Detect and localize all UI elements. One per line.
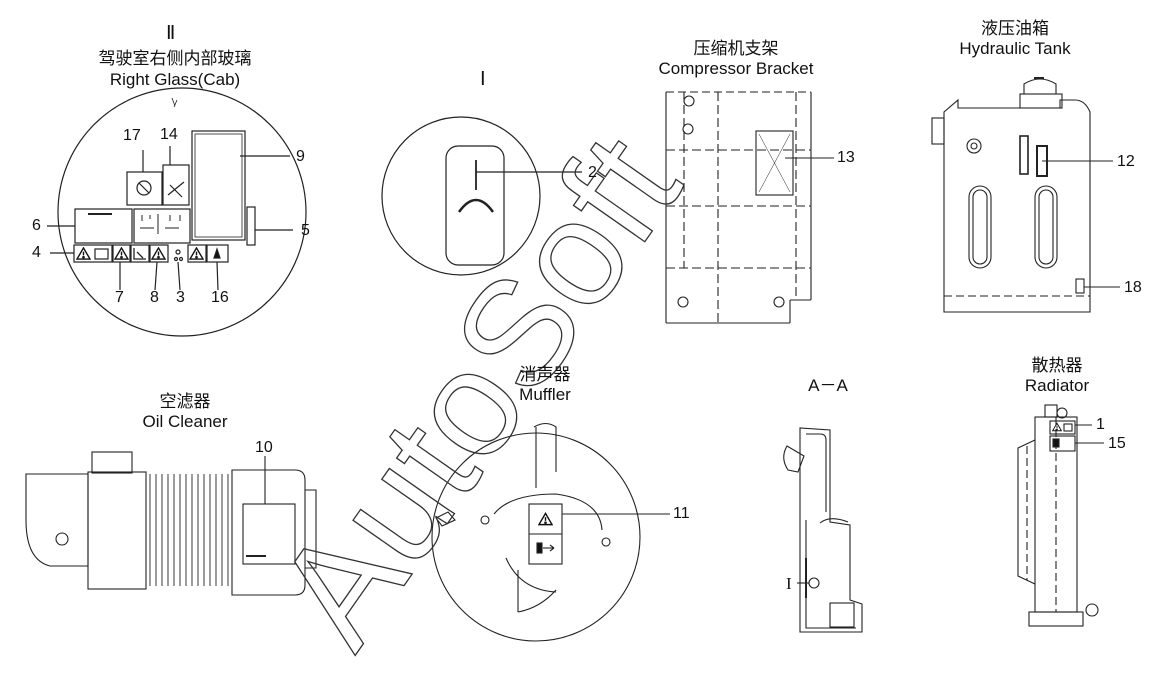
view-i-roman: Ⅰ (480, 69, 486, 90)
callout-1: 1 (1096, 416, 1105, 433)
decal-5 (246, 206, 256, 246)
view-i (381, 116, 582, 276)
section-aa-title: A－A (808, 376, 848, 395)
decal-9 (191, 130, 246, 241)
cleaner-title-cn: 空滤器 (159, 392, 211, 411)
cab-title-cn: 驾驶室右侧内部玻璃 (98, 49, 252, 68)
callout-5: 5 (301, 222, 310, 239)
radiator-title-cn: 散热器 (1031, 356, 1083, 375)
watermark-autosoft: AutoSoft (243, 106, 712, 675)
callout-15: 15 (1108, 435, 1126, 452)
decal-13 (755, 130, 794, 196)
cab-view-circle (57, 87, 307, 337)
callout-17: 17 (123, 127, 141, 144)
callout-7: 7 (115, 289, 124, 306)
muffler (431, 422, 670, 642)
cleaner-title-en: Oil Cleaner (142, 412, 228, 431)
callout-12: 12 (1117, 153, 1135, 170)
callout-11: 11 (673, 505, 690, 522)
hydraulic-title-cn: 液压油箱 (981, 19, 1049, 38)
view-ii-roman: Ⅱ (166, 23, 176, 44)
hydraulic-tank (931, 77, 1120, 313)
decal-18 (1075, 278, 1085, 294)
compressor-title-en: Compressor Bracket (658, 59, 814, 78)
radiator (1017, 404, 1104, 627)
callout-16: 16 (211, 289, 229, 306)
callout-6: 6 (32, 217, 41, 234)
section-aa-marker: I (786, 574, 792, 593)
cab-title-en: Right Glass(Cab) (109, 70, 241, 89)
watermark-text: AutoSoft (244, 106, 712, 674)
callout-13: 13 (837, 149, 855, 166)
callout-10: 10 (255, 439, 273, 456)
decal-1 (1049, 420, 1076, 435)
callout-9: 9 (296, 148, 305, 165)
decal-2 (445, 145, 505, 266)
muffler-title-cn: 消声器 (519, 365, 571, 384)
compressor-title-cn: 压缩机支架 (693, 39, 779, 58)
decal-14 (162, 164, 190, 206)
callout-18: 18 (1124, 279, 1142, 296)
decal-10 (242, 503, 296, 565)
compressor-bracket (665, 91, 834, 324)
callout-2: 2 (588, 164, 597, 181)
section-a-a (783, 427, 863, 633)
view-i-circle (381, 116, 541, 276)
hydraulic-title-en: Hydraulic Tank (959, 39, 1071, 58)
oil-cleaner (25, 451, 317, 596)
callout-8: 8 (150, 289, 159, 306)
callout-3: 3 (176, 289, 185, 306)
muffler-title-en: Muffler (519, 385, 571, 404)
callout-14: 14 (160, 126, 178, 143)
callout-4: 4 (32, 244, 41, 261)
radiator-title-en: Radiator (1024, 376, 1090, 395)
decal-17 (126, 171, 163, 206)
decal-3-panel (133, 208, 191, 244)
cab-glass-view (47, 87, 307, 337)
